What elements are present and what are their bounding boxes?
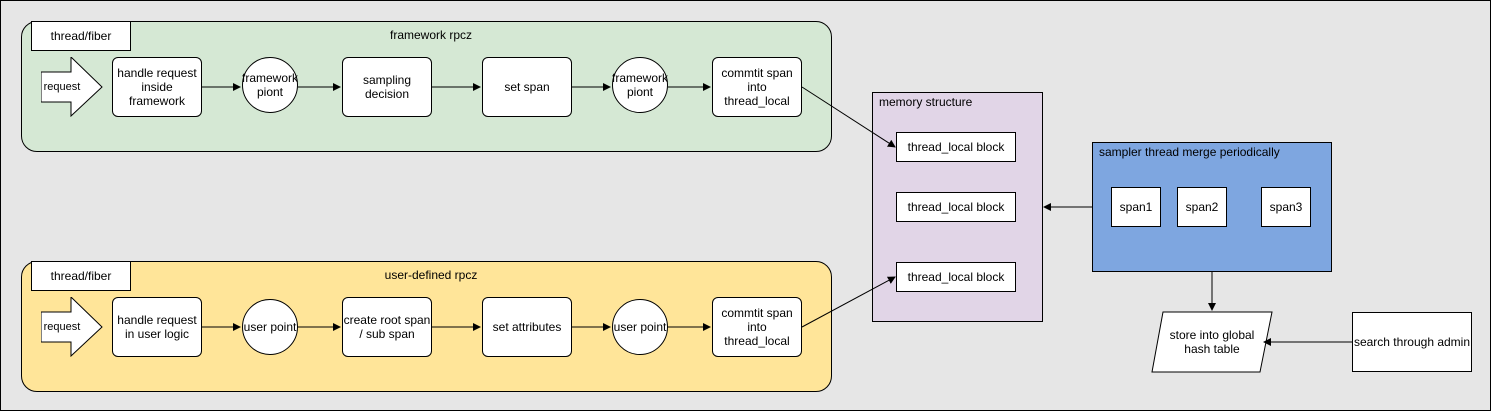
span1-box: span1 (1111, 187, 1161, 227)
request-arrow-top (41, 57, 103, 117)
step-commit-span-top: commtit span into thread_local (712, 57, 802, 117)
span3-box: span3 (1261, 187, 1311, 227)
step-handle-request-framework: handle request inside framework (112, 57, 202, 117)
sampler-thread-title: sampler thread merge periodically (1099, 145, 1280, 159)
step-set-attributes: set attributes (482, 297, 572, 357)
store-global-hash-table-shape (1151, 311, 1273, 373)
thread-local-block-2: thread_local block (896, 192, 1016, 222)
request-label-bottom: request (43, 321, 81, 333)
search-through-admin-box: search through admin (1352, 312, 1472, 372)
thread-fiber-label-bottom: thread/fiber (31, 261, 131, 291)
thread-fiber-label-top: thread/fiber (31, 21, 131, 51)
request-arrow-bottom (41, 297, 103, 357)
span2-box: span2 (1177, 187, 1227, 227)
request-label-top: request (43, 81, 81, 93)
step-commit-span-bottom: commtit span into thread_local (712, 297, 802, 357)
user-point-1: user point (242, 299, 298, 355)
store-global-hash-table-label: store into global hash table (1169, 328, 1255, 356)
framework-point-1: framework piont (242, 57, 298, 113)
thread-local-block-1: thread_local block (896, 132, 1016, 162)
step-sampling-decision: sampling decision (342, 57, 432, 117)
user-point-2: user point (612, 299, 668, 355)
framework-point-2: framework piont (612, 57, 668, 113)
step-handle-request-user: handle request in user logic (112, 297, 202, 357)
memory-structure-title: memory structure (879, 95, 973, 109)
step-set-span: set span (482, 57, 572, 117)
step-create-span: create root span / sub span (342, 297, 432, 357)
thread-local-block-3: thread_local block (896, 262, 1016, 292)
user-defined-rpcz-title: user-defined rpcz (384, 268, 478, 282)
framework-rpcz-title: framework rpcz (389, 28, 472, 42)
